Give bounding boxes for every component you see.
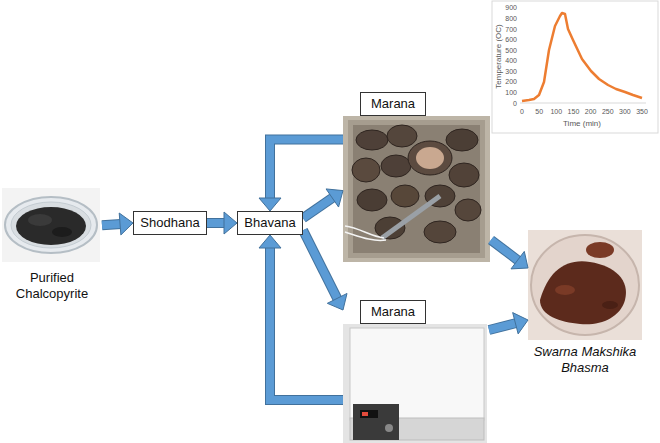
box-label: Bhavana — [244, 215, 295, 231]
arrow-body — [207, 219, 225, 227]
bhasma-photo — [528, 230, 642, 340]
arrow-outline — [102, 224, 121, 225]
process-box: Shodhana — [133, 211, 207, 235]
arrow-body — [489, 323, 516, 330]
arrow-outline — [491, 240, 518, 261]
arrow-outline — [270, 140, 343, 199]
axis-tick: 800 — [498, 14, 517, 23]
photo-caption: Purified Chalcopyrite — [2, 270, 102, 302]
oven-node: Marana — [343, 300, 489, 443]
axis-tick: 200 — [581, 107, 601, 116]
block-arrow — [491, 240, 528, 269]
arrow-outline — [489, 323, 516, 330]
block-arrow — [102, 213, 133, 235]
process-box: Bhavana — [237, 211, 303, 235]
axis-tick: 0 — [498, 99, 517, 108]
axis-tick: 50 — [529, 107, 549, 116]
arrow-outline — [270, 247, 343, 400]
axis-title: Time (min) — [563, 119, 601, 129]
arrow-head — [513, 313, 528, 334]
arrow-body — [102, 224, 121, 225]
arrow-head — [119, 213, 133, 235]
arrow-head — [224, 212, 237, 234]
block-arrow — [259, 235, 343, 400]
axis-tick: 900 — [498, 3, 517, 12]
axis-tick: 100 — [546, 107, 566, 116]
arrow-head — [259, 235, 281, 248]
block-arrow — [207, 212, 237, 234]
axis-tick: 0 — [512, 107, 532, 116]
axis-title: Temperature (OC) — [494, 24, 503, 88]
process-label: Marana — [360, 92, 426, 116]
axis-tick: 100 — [498, 88, 517, 97]
block-arrow — [303, 189, 343, 218]
furnace-node: Marana — [343, 92, 491, 262]
photo-node: Purified Chalcopyrite — [2, 183, 102, 304]
arrow-body — [491, 240, 518, 261]
block-arrow — [303, 230, 347, 310]
arrow-head — [511, 251, 528, 269]
block-arrow — [259, 140, 343, 211]
temperature-chart — [492, 1, 658, 133]
block-arrow — [489, 313, 528, 334]
arrow-head — [326, 189, 343, 207]
arrow-body — [270, 140, 343, 199]
oven-photo — [343, 324, 487, 443]
axis-tick: 150 — [563, 107, 583, 116]
axis-tick: 250 — [598, 107, 618, 116]
chalcopyrite-photo — [2, 188, 100, 262]
arrow-outline — [303, 197, 333, 218]
arrow-outline — [303, 230, 338, 299]
box-label: Shodhana — [140, 215, 199, 231]
axis-tick: 300 — [615, 107, 635, 116]
arrow-body — [270, 247, 343, 400]
arrow-head — [327, 293, 347, 310]
arrow-body — [303, 197, 333, 218]
arrow-head — [259, 198, 281, 211]
photo-caption: Swarna Makshika Bhasma — [528, 344, 642, 376]
axis-tick: 350 — [632, 107, 652, 116]
furnace-photo — [343, 116, 490, 262]
photo-node: Swarna Makshika Bhasma — [528, 228, 642, 388]
arrow-body — [303, 230, 338, 299]
arrow-outline — [207, 218, 225, 228]
process-label: Marana — [360, 300, 426, 324]
